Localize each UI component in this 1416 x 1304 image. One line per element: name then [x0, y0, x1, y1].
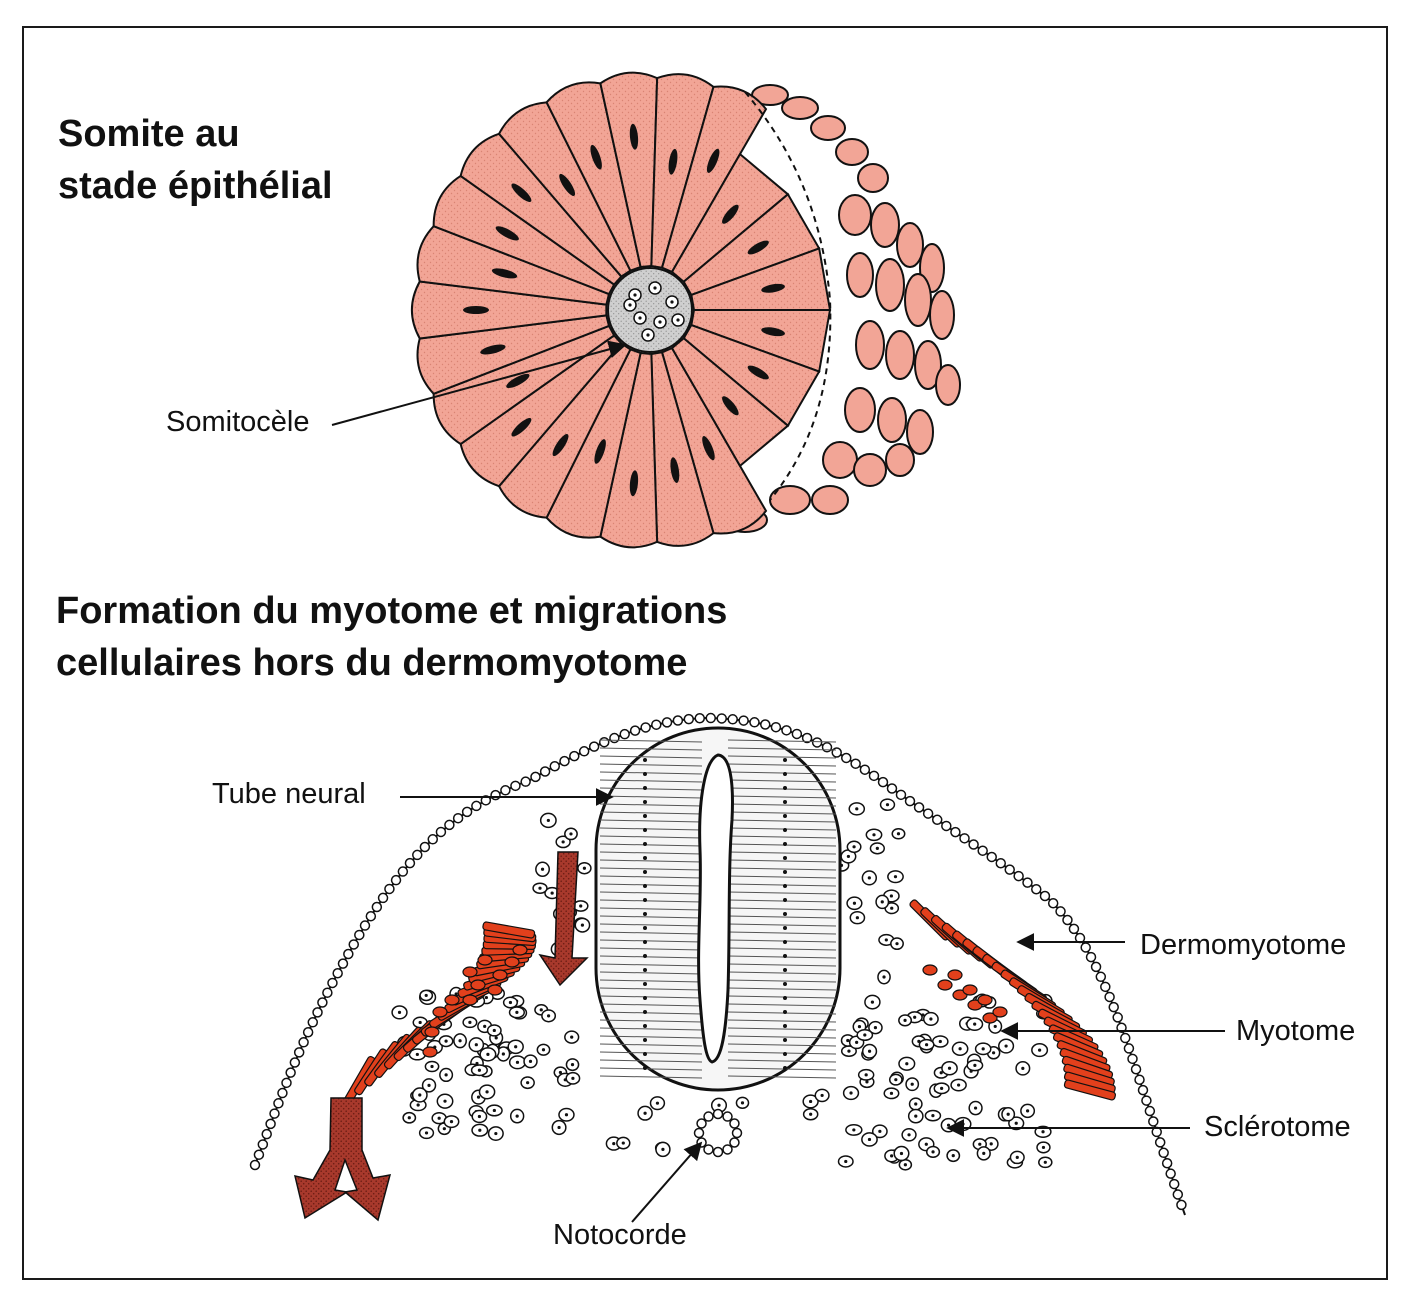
- myotome-cell: [422, 1046, 438, 1058]
- somite-peripheral-cells: [722, 84, 961, 533]
- mesenchymal-cell: [857, 163, 889, 193]
- label-somitocele: Somitocèle: [166, 406, 310, 438]
- cell-nucleus: [594, 439, 606, 464]
- cell-nucleus: [702, 436, 715, 461]
- label-sclerotome: Sclérotome: [1204, 1111, 1351, 1143]
- myotome-cell: [444, 994, 460, 1006]
- myotome-cell: [937, 979, 953, 991]
- myotome-cell: [424, 1026, 440, 1038]
- myotome-cell: [977, 994, 993, 1006]
- cell-nucleus: [706, 148, 720, 173]
- cell-nucleus: [670, 457, 680, 483]
- label-dermomyotome: Dermomyotome: [1140, 929, 1347, 961]
- somite-radial-cells: [410, 71, 832, 549]
- cell-nucleus: [722, 204, 739, 224]
- mesenchymal-cell: [935, 364, 961, 406]
- cell-nucleus: [511, 183, 532, 203]
- bottom-title-line1: Formation du myotome et migrations: [56, 590, 728, 632]
- cell-nucleus: [491, 268, 518, 279]
- mesenchymal-cell: [914, 340, 942, 390]
- somitocele-cavity: [607, 267, 693, 353]
- top-title-line1: Somite au: [58, 113, 240, 155]
- mesenchymal-cell: [885, 443, 915, 477]
- cell-nucleus: [747, 240, 769, 255]
- cell-nucleus: [506, 373, 530, 389]
- myotome-cell: [462, 966, 478, 978]
- mesenchymal-cell: [885, 330, 915, 380]
- neural-canal: [697, 753, 734, 1064]
- mesenchymal-cell: [906, 409, 934, 455]
- cell-nucleus: [722, 396, 739, 416]
- mesenchymal-cell: [811, 485, 849, 515]
- epithelial-somite: [410, 71, 961, 549]
- myotome-cell: [470, 979, 486, 991]
- migration-arrow-down-icon: [538, 851, 589, 987]
- mesenchymal-cell: [896, 222, 924, 268]
- cell-nucleus: [761, 283, 785, 293]
- mesenchymal-cell: [929, 290, 955, 340]
- cell-nucleus: [552, 433, 569, 457]
- mesenchymal-cell: [781, 96, 819, 120]
- somitocele-cells: [623, 281, 685, 342]
- mesenchymal-cell: [853, 453, 887, 487]
- mesenchymal-cell: [904, 273, 932, 327]
- cell-nucleus: [629, 470, 639, 497]
- mesenchymal-cell: [844, 387, 876, 433]
- myotome-cell: [512, 944, 528, 956]
- somitocele-leader: [331, 340, 627, 426]
- cell-nucleus: [511, 417, 532, 437]
- notochord: [693, 1108, 743, 1158]
- myotome-cell: [992, 1006, 1008, 1018]
- myotome-cell: [504, 956, 520, 968]
- embryo-cross-section: [249, 712, 1187, 1222]
- bottom-title-line2: cellulaires hors du dermomyotome: [56, 642, 688, 684]
- cell-nucleus: [761, 327, 785, 337]
- neural-tube-cells: [599, 739, 837, 1079]
- cell-nucleus: [495, 226, 519, 241]
- top-title: Somite au stade épithélial: [58, 108, 333, 212]
- label-tube-neural: Tube neural: [212, 778, 366, 810]
- mesenchymal-cell: [822, 441, 858, 479]
- dermomyotome-boundary-dashed: [744, 91, 832, 501]
- cell-nucleus: [463, 306, 489, 314]
- myotome-cells: [422, 944, 1008, 1058]
- mesenchymal-cell: [769, 485, 811, 515]
- migration-arrow-split-icon: [293, 1097, 392, 1222]
- cell-nucleus: [747, 365, 769, 380]
- mesenchymal-cell: [855, 320, 885, 370]
- myotome-cell: [962, 984, 978, 996]
- label-notocorde: Notocorde: [553, 1219, 687, 1251]
- ectoderm-cells: [249, 712, 1187, 1211]
- mesenchymal-cell: [810, 115, 846, 141]
- mesenchymal-cell: [838, 194, 872, 236]
- top-title-line2: stade épithélial: [58, 165, 333, 207]
- cell-nucleus: [629, 123, 639, 150]
- myotome-cell: [947, 969, 963, 981]
- dermomyotome-cell: [482, 921, 536, 939]
- mesenchymal-cell: [835, 138, 869, 166]
- cell-nucleus: [559, 173, 576, 197]
- mesenchymal-cell: [875, 258, 905, 312]
- cell-nucleus: [480, 344, 506, 355]
- myotome-cell: [477, 954, 493, 966]
- bottom-title: Formation du myotome et migrations cellu…: [56, 585, 727, 689]
- cell-nucleus: [668, 148, 678, 175]
- notocorde-leader: [631, 1141, 703, 1223]
- label-myotome: Myotome: [1236, 1015, 1356, 1047]
- leader-lines: [331, 340, 1225, 1223]
- mesenchymal-cell: [846, 252, 874, 298]
- neural-tube: [594, 726, 842, 1092]
- myotome-cell: [922, 964, 938, 976]
- myotome-cell: [982, 1012, 998, 1024]
- myotome-cell: [492, 969, 508, 981]
- right-dermomyotome: [909, 899, 1117, 1101]
- myotome-cell: [487, 984, 503, 996]
- myotome-cell: [432, 1006, 448, 1018]
- cell-nucleus: [590, 144, 602, 170]
- dermomyotome-cell: [1063, 1079, 1117, 1101]
- mesenchymal-cell: [877, 397, 907, 443]
- myotome-cell: [462, 994, 478, 1006]
- mesenchymal-cell: [870, 202, 900, 248]
